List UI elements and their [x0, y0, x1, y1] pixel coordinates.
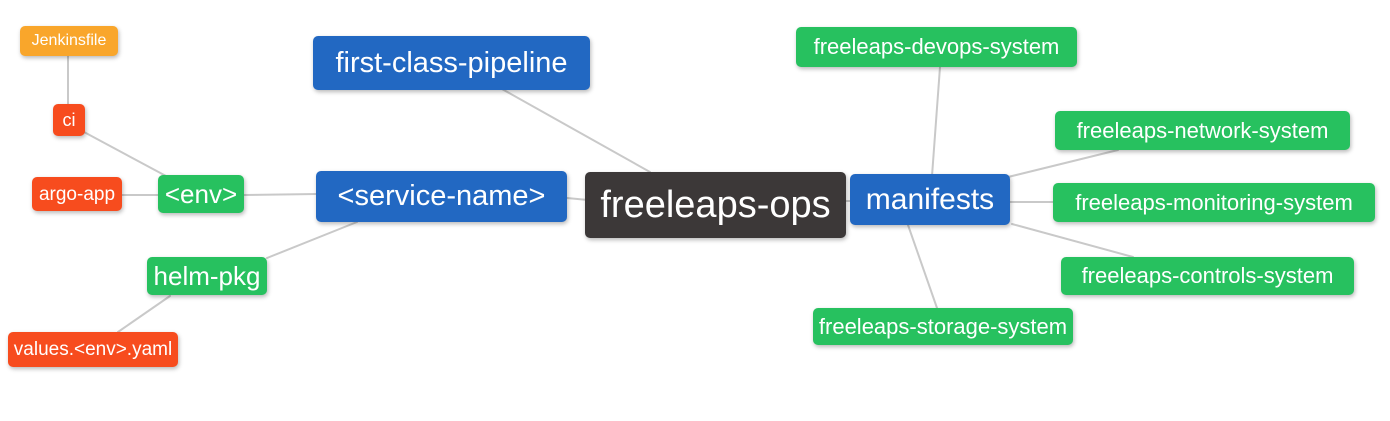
node-freeleaps-controls-system[interactable]: freeleaps-controls-system — [1061, 257, 1354, 295]
node-freeleaps-devops-system[interactable]: freeleaps-devops-system — [796, 27, 1077, 67]
node-freeleaps-network-system[interactable]: freeleaps-network-system — [1055, 111, 1350, 150]
node-helm-pkg[interactable]: helm-pkg — [147, 257, 267, 295]
node-argo-app[interactable]: argo-app — [32, 177, 122, 211]
node-manifests[interactable]: manifests — [850, 174, 1010, 225]
node-service-name[interactable]: <service-name> — [316, 171, 567, 222]
edge-ci-env — [83, 131, 167, 177]
node-ci[interactable]: ci — [53, 104, 85, 136]
edge-pipeline-root — [501, 88, 651, 173]
node-jenkinsfile[interactable]: Jenkinsfile — [20, 26, 118, 56]
node-freeleaps-ops-root[interactable]: freeleaps-ops — [585, 172, 846, 238]
node-freeleaps-monitoring-system[interactable]: freeleaps-monitoring-system — [1053, 183, 1375, 222]
edge-helm-pkg-service-name — [266, 221, 358, 259]
edge-env-service-name — [242, 193, 318, 196]
edge-manifests-network — [1007, 149, 1119, 178]
node-first-class-pipeline[interactable]: first-class-pipeline — [313, 36, 590, 90]
edge-service-name-root — [566, 197, 589, 201]
edge-manifests-devops — [931, 66, 941, 177]
edge-manifests-storage — [907, 224, 938, 309]
node-values-env-yaml[interactable]: values.<env>.yaml — [8, 332, 178, 367]
edge-values-helm-pkg — [117, 295, 171, 333]
node-freeleaps-storage-system[interactable]: freeleaps-storage-system — [813, 308, 1073, 345]
edge-manifests-controls — [1011, 223, 1134, 258]
node-env[interactable]: <env> — [158, 175, 244, 213]
